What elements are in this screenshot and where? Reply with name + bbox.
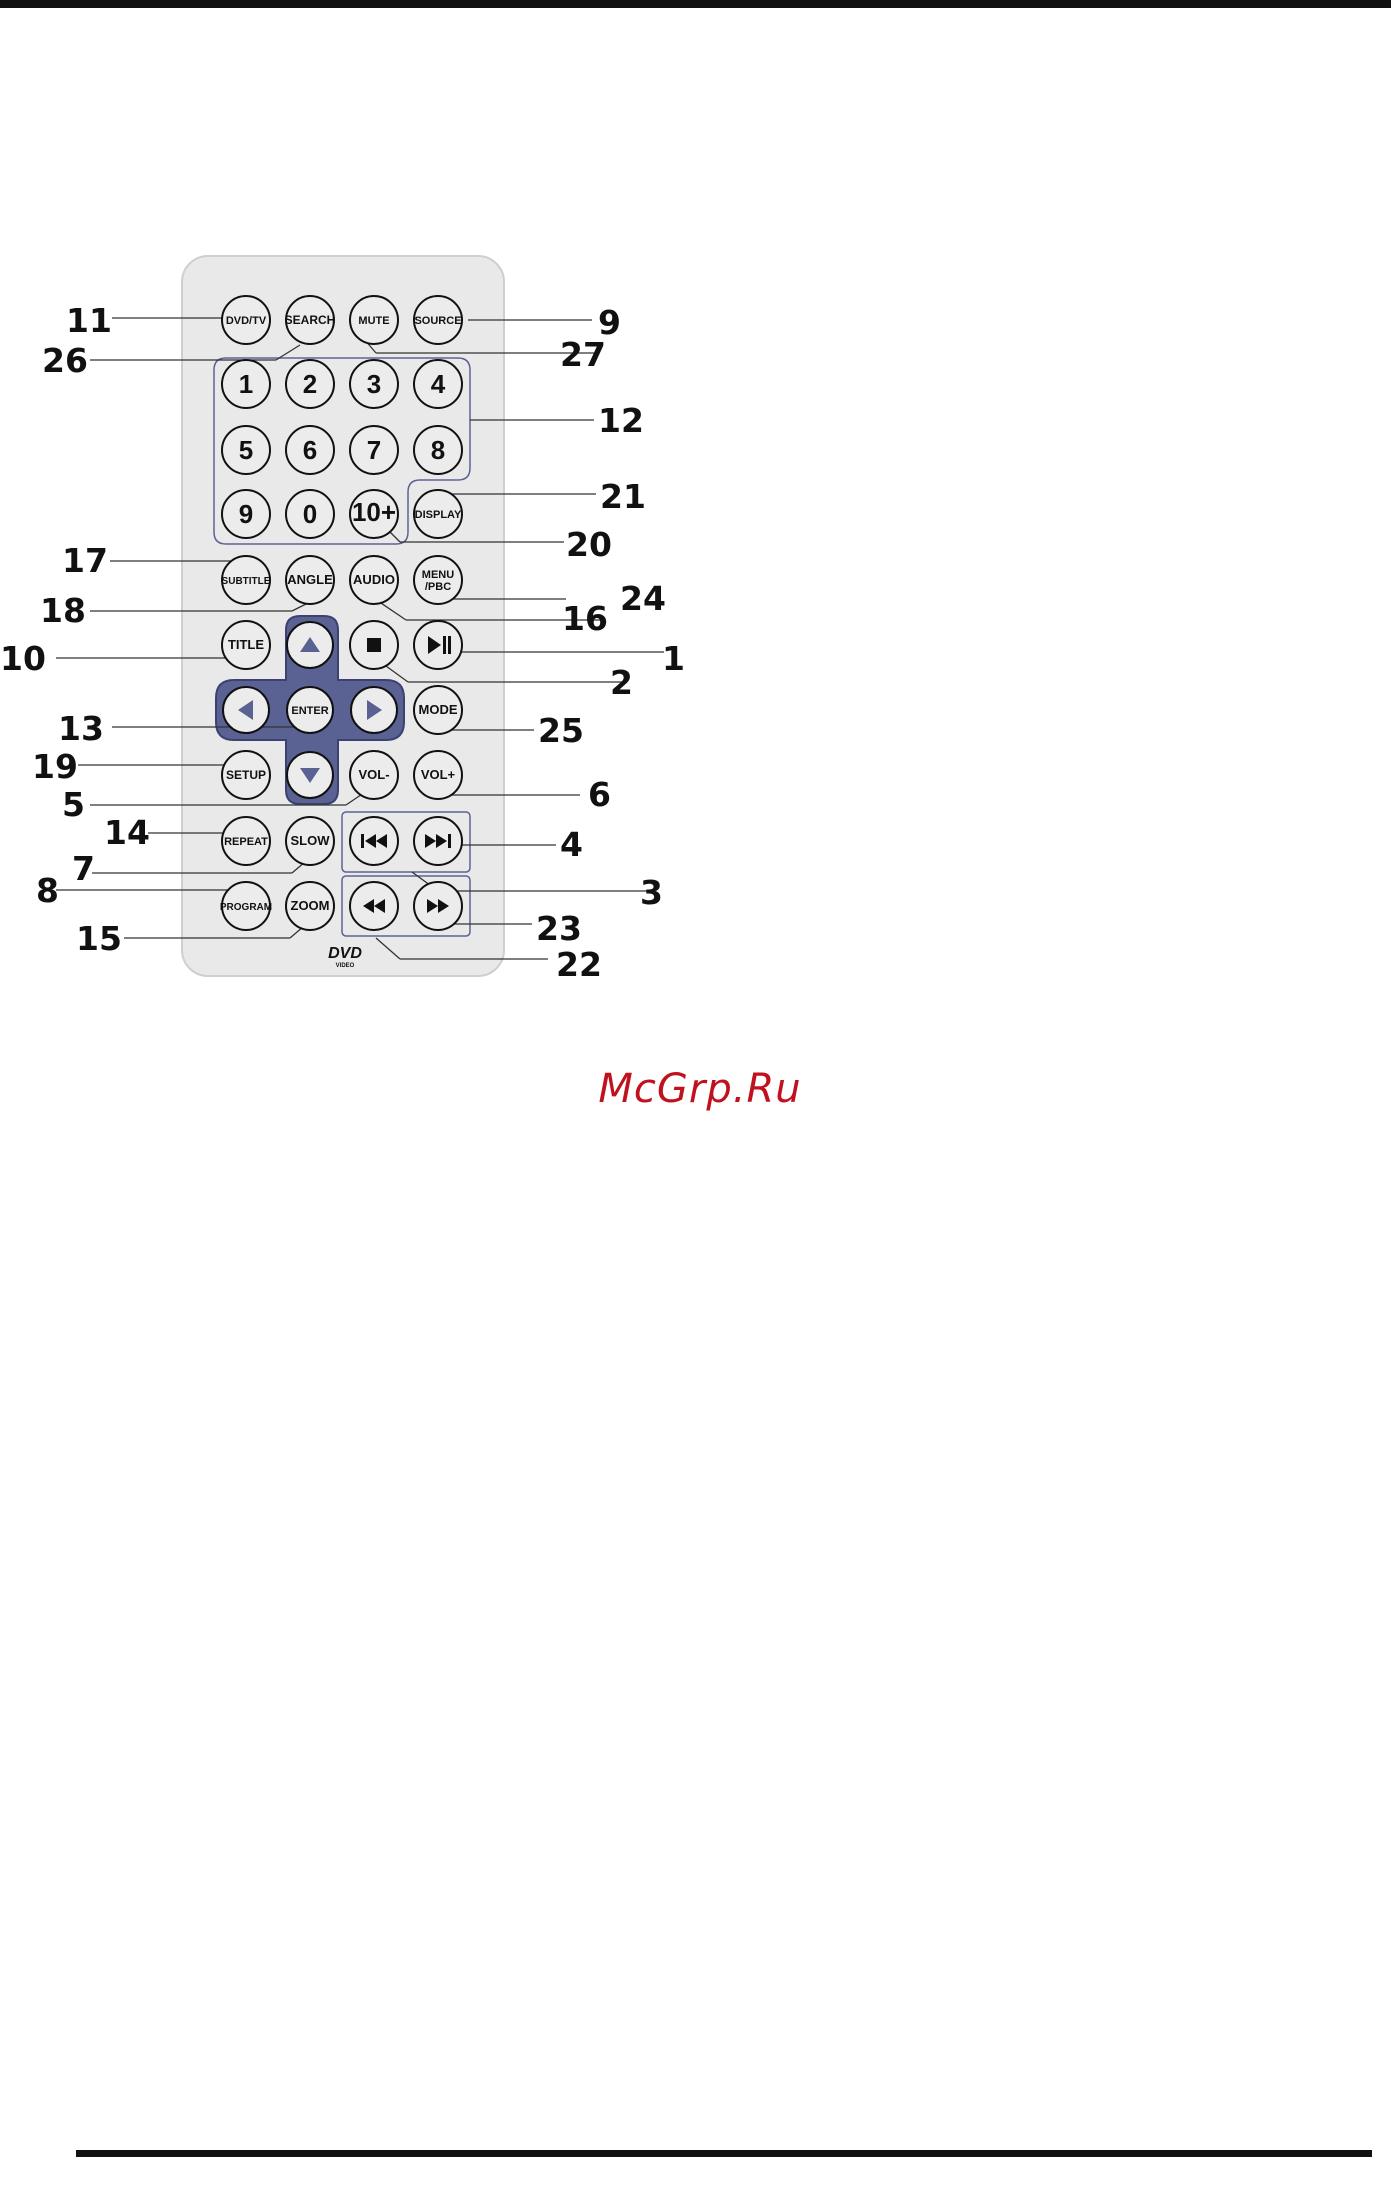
callout-12: 12 [598, 401, 644, 440]
program-label: PROGRAM [220, 902, 272, 913]
callout-6: 6 [588, 775, 611, 814]
vol-plus-label: VOL+ [421, 767, 456, 782]
digit-7-label: 7 [367, 435, 381, 465]
setup-label: SETUP [226, 768, 266, 782]
callout-3: 3 [640, 873, 663, 912]
search-label: SEARCH [285, 313, 336, 327]
callout-16: 16 [562, 599, 608, 638]
display-label: DISPLAY [415, 509, 462, 521]
digit-4-label: 4 [431, 369, 446, 399]
callout-8: 8 [36, 871, 59, 910]
stop-icon [367, 638, 381, 652]
callout-4: 4 [560, 825, 583, 864]
callout-25: 25 [538, 711, 584, 750]
enter-label: ENTER [291, 705, 328, 717]
menu-pbc-label: MENU/PBC [422, 569, 454, 593]
callout-19: 19 [32, 747, 78, 786]
digit-6-label: 6 [303, 435, 317, 465]
digit-3-label: 3 [367, 369, 381, 399]
slow-label: SLOW [291, 833, 331, 848]
top-rule [0, 0, 1391, 8]
callout-14: 14 [104, 813, 150, 852]
digit-1-label: 1 [239, 369, 253, 399]
audio-label: AUDIO [353, 572, 395, 587]
callout-23: 23 [536, 909, 582, 948]
watermark: McGrp.Ru [560, 1066, 840, 1112]
bottom-rule [76, 2150, 1372, 2157]
remote-body [182, 256, 504, 976]
callout-11: 11 [66, 301, 112, 340]
vol-minus-label: VOL- [358, 767, 389, 782]
repeat-label: REPEAT [224, 836, 268, 848]
callout-15: 15 [76, 919, 122, 958]
callout-27: 27 [560, 335, 606, 374]
callout-1: 1 [662, 639, 685, 678]
dvd-logo-sub: VIDEO [336, 963, 355, 969]
callout-24: 24 [620, 579, 666, 618]
callout-22: 22 [556, 945, 602, 984]
zoom-label: ZOOM [291, 898, 330, 913]
mute-label: MUTE [358, 315, 389, 327]
callout-7: 7 [72, 849, 95, 888]
callout-5: 5 [62, 785, 85, 824]
angle-label: ANGLE [287, 572, 333, 587]
digit-8-label: 8 [431, 435, 445, 465]
callout-13: 13 [58, 709, 104, 748]
callout-20: 20 [566, 525, 612, 564]
source-label: SOURCE [414, 315, 461, 327]
callout-26: 26 [42, 341, 88, 380]
mode-label: MODE [419, 702, 458, 717]
subtitle-label: SUBTITLE [222, 576, 271, 587]
remote-control-diagram: DVD/TV SEARCH MUTE SOURCE 1 2 3 4 5 6 7 … [0, 240, 700, 1000]
digit-5-label: 5 [239, 435, 253, 465]
dvd-logo: DVD [328, 945, 362, 962]
callout-21: 21 [600, 477, 646, 516]
digit-10plus-label: 10+ [352, 497, 396, 527]
dvd-tv-label: DVD/TV [226, 315, 267, 327]
digit-9-label: 9 [239, 499, 253, 529]
title-label: TITLE [228, 637, 264, 652]
digit-0-label: 0 [303, 499, 317, 529]
callout-10: 10 [0, 639, 46, 678]
callout-2: 2 [610, 663, 633, 702]
callout-17: 17 [62, 541, 108, 580]
digit-2-label: 2 [303, 369, 317, 399]
callout-18: 18 [40, 591, 86, 630]
